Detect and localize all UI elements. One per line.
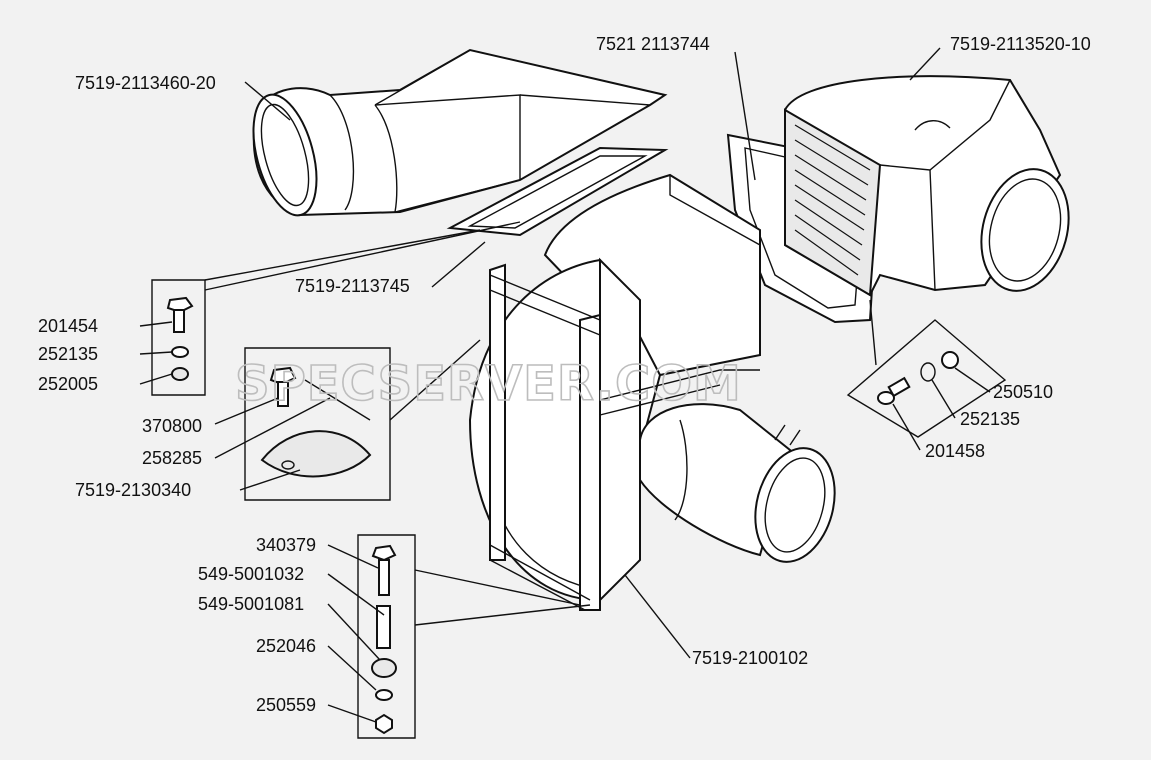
label-bolt-201458: 201458: [925, 441, 985, 461]
label-bolt-370800: 370800: [142, 416, 202, 436]
watermark-text: SPECSERVER.COM: [235, 356, 742, 412]
label-heater-unit: 7519-2100102: [692, 648, 808, 668]
label-bolt-340379: 340379: [256, 535, 316, 555]
label-bushing-5001032: 549-5001032: [198, 564, 304, 584]
heater-fan-unit: [468, 173, 836, 611]
inset-box-mount: [357, 534, 591, 739]
label-washer-252135-right: 252135: [960, 409, 1020, 429]
label-washer-252005: 252005: [38, 374, 98, 394]
label-gasket-top: 7521 2113744: [596, 34, 710, 54]
leader-lines: [139, 47, 991, 723]
label-duct-left: 7519-2113460-20: [75, 73, 216, 93]
label-bolt-201454: 201454: [38, 316, 98, 336]
left-air-duct: [252, 48, 668, 217]
inset-box-bolt-washers: [151, 221, 521, 396]
label-cover-2130340: 7519-2130340: [75, 480, 191, 500]
inset-box-cover: [244, 339, 481, 501]
label-washer-252046: 252046: [256, 636, 316, 656]
lower-gasket: [446, 146, 669, 237]
label-gasket-lower: 7519-2113745: [295, 276, 410, 296]
label-bushing-5001081: 549-5001081: [198, 594, 304, 614]
label-nut-250510: 250510: [993, 382, 1053, 402]
label-duct-right: 7519-2113520-10: [950, 34, 1091, 54]
label-nut-250559: 250559: [256, 695, 316, 715]
label-wire-258285: 258285: [142, 448, 202, 468]
label-washer-252135-left: 252135: [38, 344, 98, 364]
right-air-duct: [784, 75, 1070, 297]
inset-box-right-fasteners: [846, 299, 1007, 438]
